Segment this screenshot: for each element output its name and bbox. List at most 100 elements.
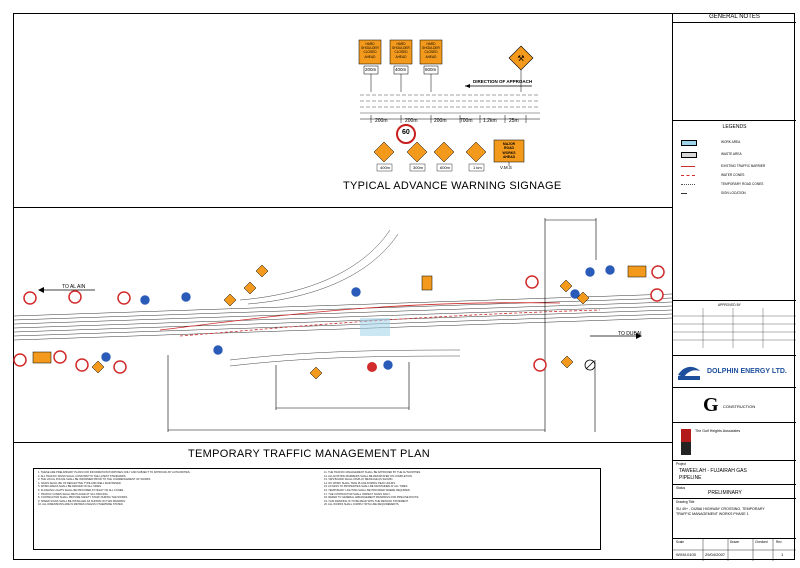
note-2: 2. ALL TRAFFIC SIGNS SHALL CONFORM TO TH… [38,474,127,478]
drawing-title-section: Drawing Title SU 49+ - DUBAI HIGHWAY CRO… [673,498,796,538]
client-logo-icon [678,366,700,380]
lower-sign-4 [465,141,487,172]
note-16: 16. TEMPORARY LIGHTING SHALL BE PROVIDED… [324,488,411,492]
contractor-section: G CONSTRUCTION [673,387,796,422]
project-label: Project [676,462,686,466]
sheet-number: 1 [781,552,784,557]
lower-sign-1 [373,141,395,172]
advance-signage-title: TYPICAL ADVANCE WARNING SIGNAGE [343,180,562,192]
rect-sign-2-distance: 400m [395,67,407,72]
notes-right-column: 11. THE TRAFFIC MANAGEMENT SHALL BE APPR… [324,471,594,507]
drawing-number: WXM-0100 [676,552,697,557]
note-19: 19. THIS DRAWING IS TO BE READ WITH THE … [324,499,409,503]
note-17: 17. THE CONTRACTOR SHALL INSPECT SIGNS D… [324,492,391,496]
spacing-2: 200m [405,118,418,124]
spacing-6: 25m [509,118,519,124]
traffic-plan-title: TEMPORARY TRAFFIC MANAGEMENT PLAN [188,448,430,460]
consultant-name: The Gulf Heights Associates [695,429,741,433]
note-4: 4. SIGNS SHALL BE OF REFLECTIVE TYPE AND… [38,481,122,485]
project-line-1: TAWEELAH - FUJAIRAH GAS [679,468,747,474]
note-11: 11. THE TRAFFIC MANAGEMENT SHALL BE APPR… [324,471,421,474]
status-value: PRELIMINARY [708,490,742,496]
status-label: Status [676,486,686,490]
section-divider-1 [13,207,672,208]
general-notes-heading: GENERAL NOTES [673,13,796,23]
legend-existing-barrier: EXISTING TRAFFIC BARRIER [681,163,791,169]
lower-distance-2: 300m [413,165,424,170]
to-al-ain-label: TO AL AIN [62,284,86,290]
project-line-2: PIPELINE [679,475,702,481]
lower-distance-4: 1 km [473,165,482,170]
lower-distance-3: 600m [440,165,451,170]
lower-sign-3 [433,141,455,172]
vms-label: V.M.S [500,165,512,170]
drawing-info-section: Scale Drawn Checked Rev WXM-0100 29/04/2… [673,538,796,561]
rev-label: Rev [776,540,782,544]
consultant-logo-icon [681,429,691,455]
drawing-date: 29/04/2007 [705,552,726,557]
drawing-title-label: Drawing Title [676,500,695,504]
note-7: 7. TRAFFIC CONES SHALL BE PLACED AT 10m … [38,492,109,496]
drawing-frame [13,13,795,560]
legend-road-cones: TEMPORARY ROAD CONES [681,181,791,187]
drawn-label: Drawn [730,540,740,544]
legend-sign-location: SIGN LOCATION [681,190,791,196]
note-6: 6. FLASHING LIGHTS SHALL BE PROVIDED AT … [38,488,125,492]
vms-board [493,139,525,166]
notes-box: 1. THESE ARE PRELIMINARY PLANS FOR INFOR… [33,468,601,550]
legend-work-area: WORK AREA [681,139,791,146]
note-13: 13. VMS BOARD SHALL DISPLAY MESSAGE AS S… [324,478,394,482]
contractor-name: CONSTRUCTION [723,404,756,409]
drawing-title-line-1: SU 49+ - DUBAI HIGHWAY CROSSING, TEMPORA… [676,507,765,511]
section-divider-2 [13,442,672,443]
rect-sign-1-distance: 200m [365,67,377,72]
approvals-table [673,308,796,348]
note-3: 3. THE LOCAL POLICE SHALL BE INFORMED PR… [38,478,151,482]
note-14: 14. NO WORK SHALL TAKE PLACE DURING PEAK… [324,481,396,485]
spacing-3: 200m [434,118,447,124]
legend-water-cones: WATER CONES [681,172,791,178]
checked-label: Checked [755,540,768,544]
note-5: 5. WORK AREAS SHALL BE FENCED ON ALL SID… [38,485,102,489]
client-name: DOLPHIN ENERGY LTD. [707,368,787,375]
rect-sign-1 [358,39,382,92]
rect-sign-3-distance: 600m [425,67,437,72]
approvals-heading: APPROVED BY [718,303,741,307]
contractor-logo-icon: G [703,394,719,416]
scale-label: Scale [676,540,684,544]
drawing-info-grid [673,539,796,561]
legends-heading: LEGENDS [722,124,747,130]
status-section: Status PRELIMINARY [673,484,796,498]
client-section: DOLPHIN ENERGY LTD. [673,355,796,387]
title-block: GENERAL NOTES LEGENDS WORK AREA WASTE AR… [672,13,796,561]
notes-left-column: 1. THESE ARE PRELIMINARY PLANS FOR INFOR… [38,471,308,507]
drawing-title-line-2: TRAFFIC MANAGEMENT WORKS PHASE 1 [676,512,749,516]
lower-distance-1: 400m [380,165,391,170]
legend-waste-area: WASTE AREA [681,151,791,158]
consultant-section: The Gulf Heights Associates [673,422,796,460]
legends-section: LEGENDS WORK AREA WASTE AREA EXISTING TR… [673,120,796,300]
note-9: 9. SPEED SIGNS SHALL BE INSTALLED AS SHO… [38,499,126,503]
note-1: 1. THESE ARE PRELIMINARY PLANS FOR INFOR… [38,471,191,474]
traffic-plan-diagram [13,218,672,432]
note-20: 20. ALL WORKS SHALL COMPLY WITH HSE REQU… [324,503,400,507]
note-15: 15. ACCESS TO PROPERTIES SHALL BE MAINTA… [324,485,409,489]
spacing-1: 200m [375,118,388,124]
to-dubai-label: TO DUBAI [618,331,642,337]
approvals-section: APPROVED BY [673,300,796,355]
note-12: 12. ALL EXISTING BARRIERS SHALL BE REINS… [324,474,413,478]
advance-signage-diagram: ⚒ [358,39,540,172]
speed-limit-value: 60 [402,129,410,136]
project-section: Project TAWEELAH - FUJAIRAH GAS PIPELINE [673,460,796,484]
note-8: 8. CONTRACTOR SHALL PROVIDE SAFETY STAFF… [38,496,128,500]
lower-sign-2 [396,124,428,172]
spacing-5: 1.2km [483,118,497,124]
rect-sign-2 [389,39,413,92]
diamond-warning-sign: ⚒ [508,45,534,92]
spacing-4: 700m [460,118,473,124]
